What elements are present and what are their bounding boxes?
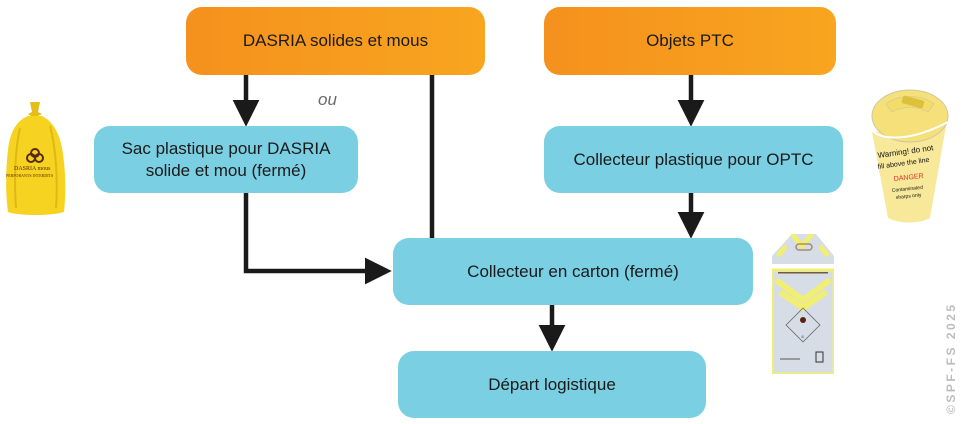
bag-label-line2: PERFORANTS INTERDITS bbox=[6, 173, 53, 178]
node-label: Collecteur en carton (fermé) bbox=[467, 261, 679, 281]
node-label: Collecteur plastique pour OPTC bbox=[573, 149, 814, 169]
node-sac-plastique: Sac plastique pour DASRIA solide et mou … bbox=[94, 126, 358, 193]
sharps-danger-label: DANGER bbox=[893, 173, 924, 183]
node-dasria-solides-et-mous: DASRIA solides et mous bbox=[186, 7, 485, 75]
yellow-sharps-container-icon: Warning! do not fill above the line DANG… bbox=[869, 89, 949, 223]
sharps-note-line1: Contaminated bbox=[892, 185, 924, 194]
node-depart-logistique: Départ logistique bbox=[398, 351, 706, 418]
connector-label-ou: ou bbox=[318, 90, 337, 109]
node-label: Départ logistique bbox=[488, 374, 616, 394]
bag-label-line1: DASRIA mous bbox=[14, 166, 51, 172]
hazard-class-label: 6 bbox=[802, 334, 805, 339]
yellow-dasria-bag-icon: DASRIA mous PERFORANTS INTERDITS bbox=[6, 102, 66, 215]
node-label: Objets PTC bbox=[646, 31, 734, 50]
copyright-notice: ©SPF-FS 2025 bbox=[944, 302, 958, 414]
node-label: DASRIA solides et mous bbox=[242, 31, 429, 50]
node-objets-ptc: Objets PTC bbox=[544, 7, 836, 75]
node-collecteur-carton: Collecteur en carton (fermé) bbox=[393, 238, 753, 305]
carton-collector-box-icon: 6 bbox=[772, 234, 834, 374]
node-collecteur-plastique-optc: Collecteur plastique pour OPTC bbox=[544, 126, 843, 193]
sharps-note-line2: sharps only bbox=[896, 192, 923, 201]
node-label: Sac plastique pour DASRIA solide et mou … bbox=[121, 138, 331, 180]
arrow-bag-to-carton bbox=[243, 193, 392, 285]
